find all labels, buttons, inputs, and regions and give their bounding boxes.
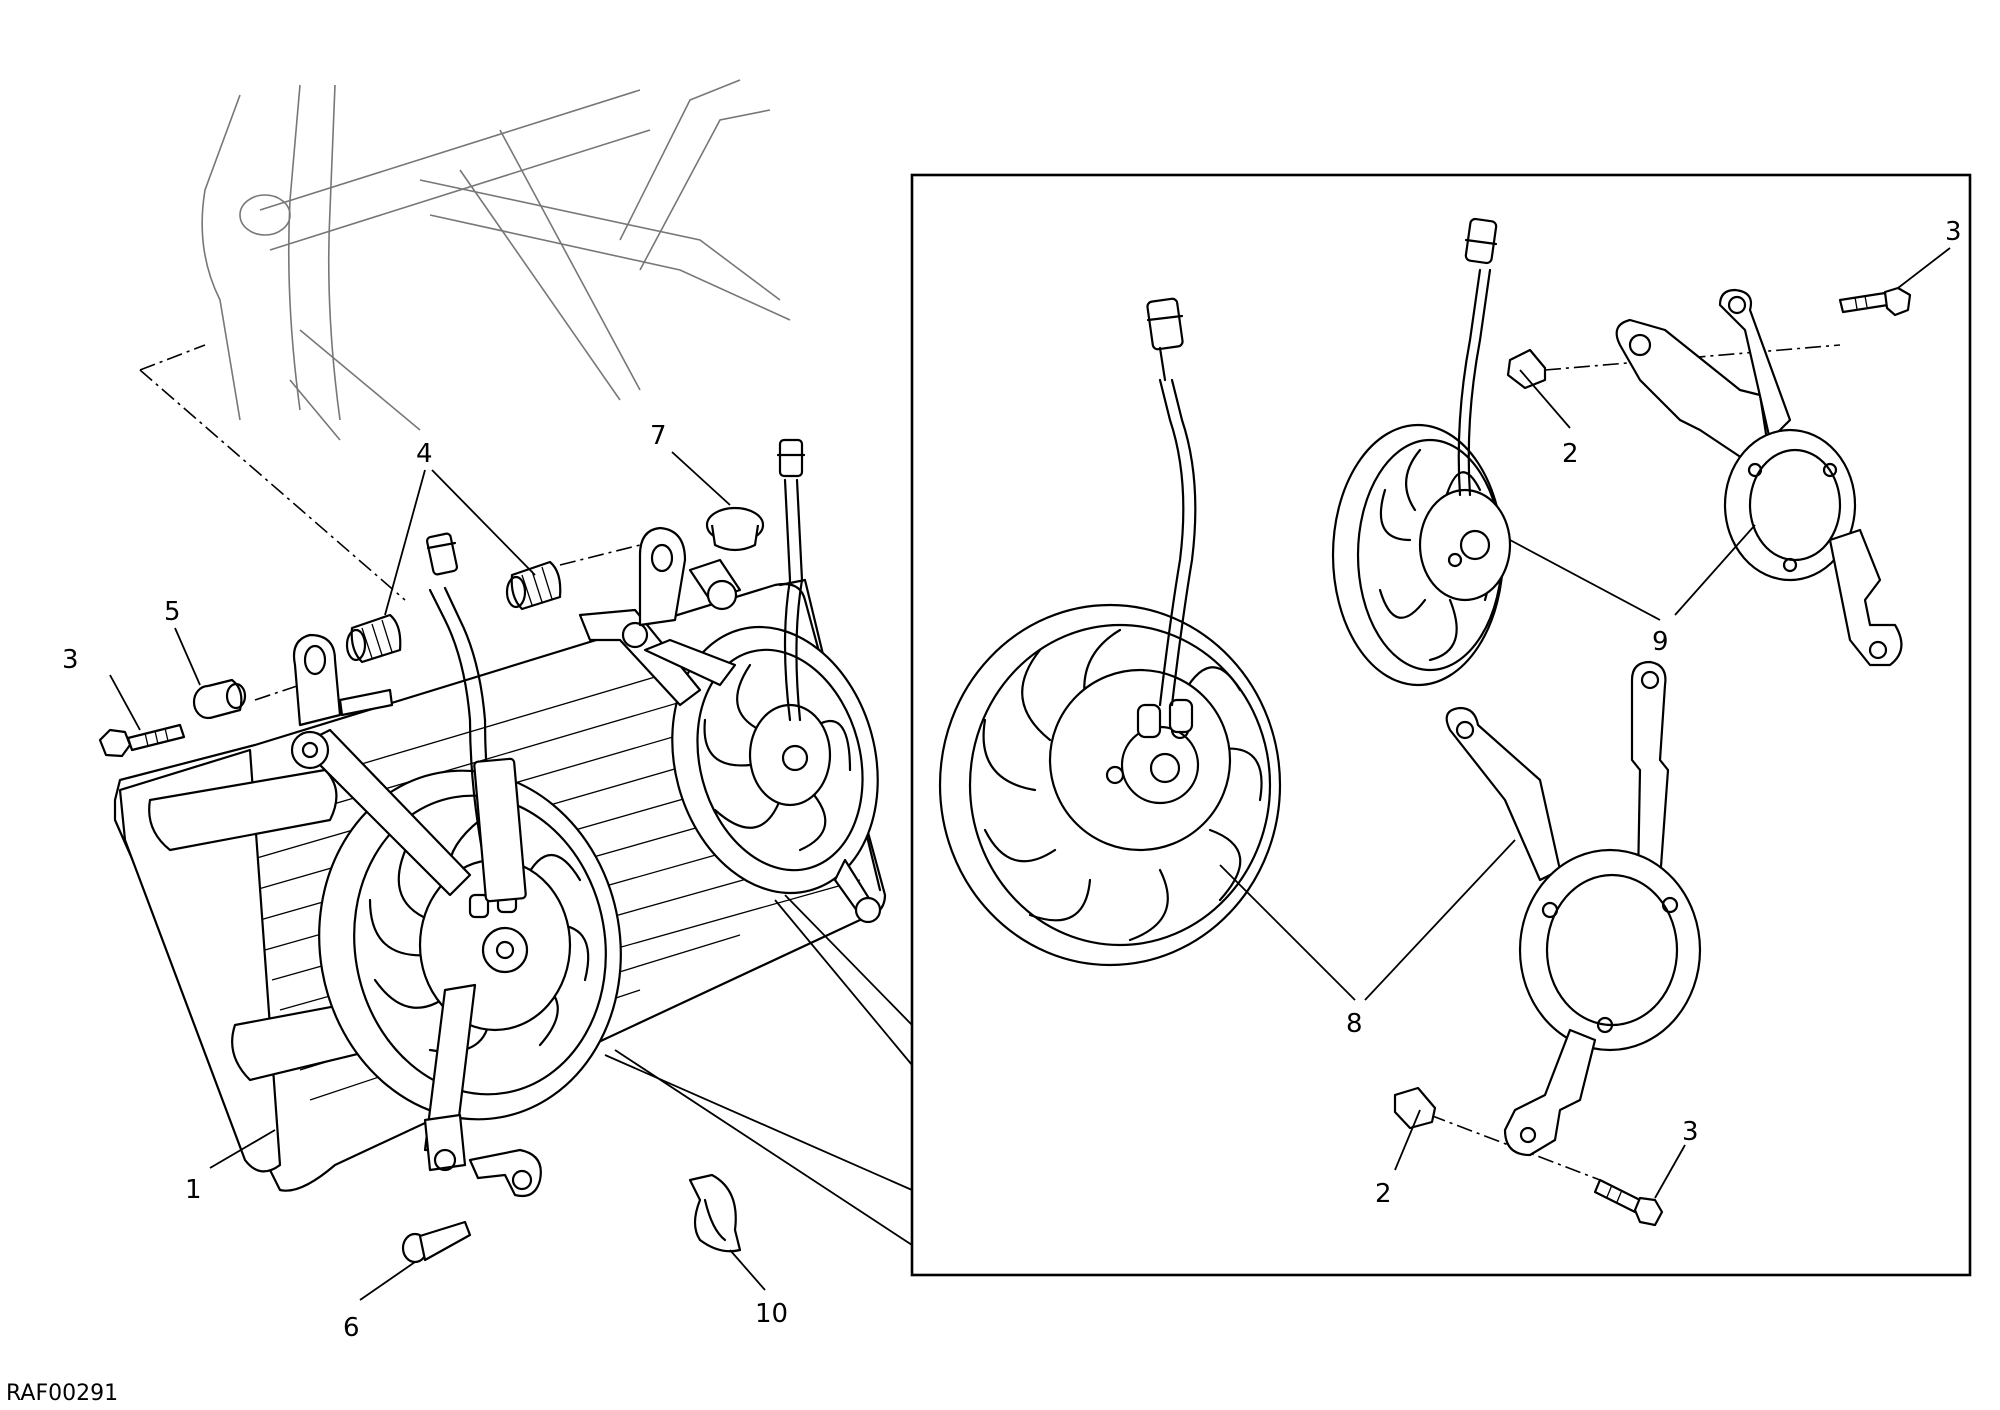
callout-6: 6: [343, 1313, 360, 1343]
callout-3-inset-lower: 3: [1682, 1117, 1699, 1147]
callout-2-lower: 2: [1375, 1179, 1392, 1209]
inset-hardware: [1393, 286, 1912, 1227]
callout-labels: 1 2 2 3 3 3 4 5 6 7 8 9 10: [62, 217, 1962, 1343]
inset-bracket-upper: [1615, 288, 1903, 667]
callout-10: 10: [755, 1299, 788, 1329]
inset-fan-large: [938, 297, 1282, 967]
drawing-code: RAF00291: [6, 1381, 118, 1406]
fan-left-assembly: [290, 532, 622, 1172]
frame-tubes: [201, 79, 791, 441]
inset-fan-small: [1331, 217, 1512, 687]
hardware-main: [98, 560, 742, 1264]
callout-7: 7: [650, 421, 667, 451]
inset-bracket-lower: [1445, 660, 1702, 1157]
callout-3-inset-upper: 3: [1945, 217, 1962, 247]
callout-5: 5: [164, 597, 181, 627]
callout-8: 8: [1346, 1009, 1363, 1039]
callout-1: 1: [185, 1175, 202, 1205]
callout-4: 4: [416, 439, 433, 469]
callout-2-upper: 2: [1562, 439, 1579, 469]
fan-right-assembly: [578, 438, 882, 924]
detail-inset-frame: [910, 173, 1972, 1277]
inset-pointer-lines: [604, 894, 913, 1246]
leader-lines: [109, 247, 1951, 1301]
callout-9: 9: [1652, 627, 1669, 657]
callout-3-left: 3: [62, 645, 79, 675]
